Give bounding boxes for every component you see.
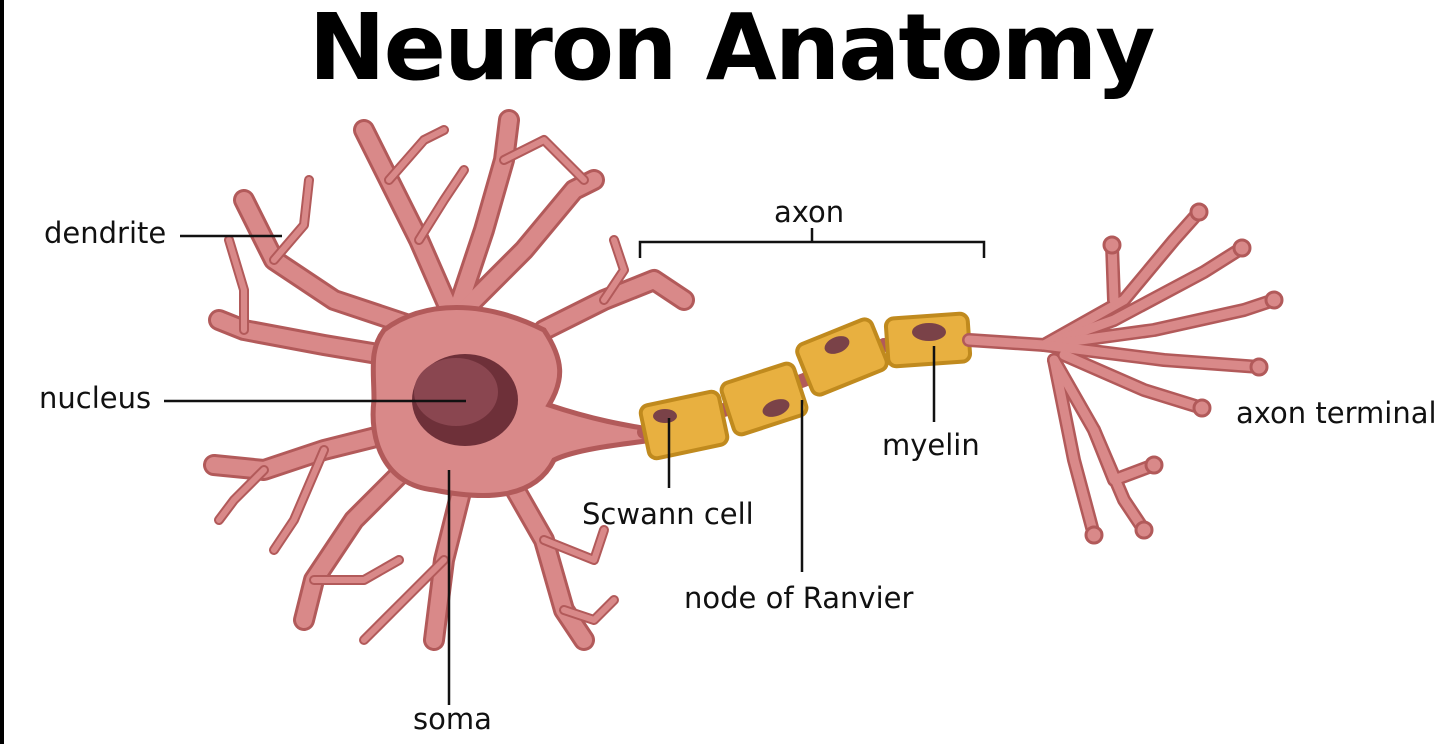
myelin-segments <box>638 311 973 461</box>
label-soma: soma <box>413 702 492 736</box>
schwann-nuclei <box>653 323 946 423</box>
axon-terminal-branches <box>962 205 1281 542</box>
axon-terminal-bulbs <box>1084 202 1284 545</box>
leader-lines <box>164 228 986 705</box>
axon-bracket <box>638 240 986 258</box>
label-dendrite: dendrite <box>44 216 167 250</box>
diagram-title: Neuron Anatomy <box>308 0 1156 101</box>
label-axon-terminal: axon terminal <box>1236 396 1437 430</box>
label-myelin: myelin <box>882 428 980 462</box>
label-node-of-ranvier: node of Ranvier <box>684 581 914 615</box>
label-axon: axon <box>774 195 845 229</box>
neuron-illustration <box>164 109 1284 705</box>
label-nucleus: nucleus <box>39 381 152 415</box>
label-schwann-cell: Scwann cell <box>582 497 754 531</box>
dendrites <box>203 109 695 651</box>
